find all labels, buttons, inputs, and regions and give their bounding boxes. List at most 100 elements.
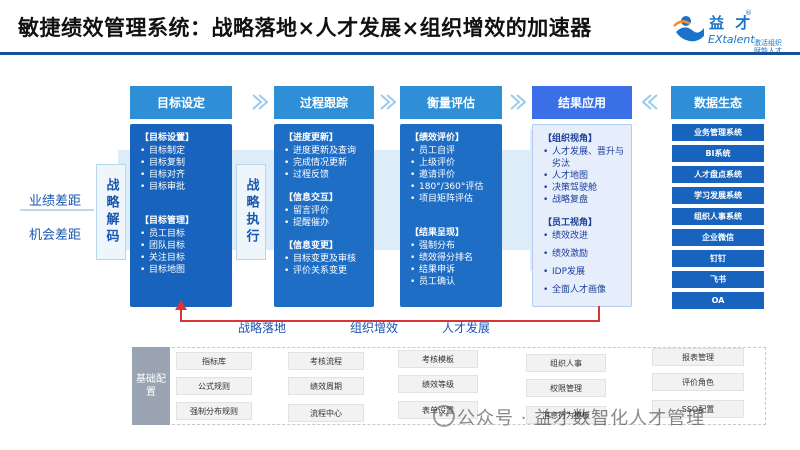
logo-reg: ® [745,9,752,17]
header-data-ecosystem: 数据生态 [671,86,765,119]
group-title: 【目标设置】 [140,133,195,143]
list-item: 提醒催办 [284,217,368,229]
list-item: 项目矩阵评估 [410,193,496,205]
watermark-text: 公众号 · 益才数智化人才管理 [457,408,706,429]
list-item: 目标审批 [140,181,226,193]
gap-label-opportunity: 机会差距 [28,228,81,243]
feedback-label-talent: 人才发展 [442,321,491,335]
list-item: 员工目标 [140,228,226,240]
logo-tagline-2: 赋能人才 [754,47,782,55]
list-item: 上级评价 [410,157,496,169]
ecosystem-item: 学习发展系统 [672,187,764,204]
logo-cn: 益 才 [709,14,754,32]
title-rule [0,52,800,55]
list-item: 人才地图 [543,170,625,182]
group-title: 【组织视角】 [543,134,598,144]
list-item: 绩效改进 [543,230,625,242]
list-item: 员工自评 [410,145,496,157]
list-item: IDP发展 [543,266,625,278]
config-chip: 绩效等级 [398,375,478,393]
config-chip: 流程中心 [288,404,364,422]
page-title: 敏捷绩效管理系统：战略落地×人才发展×组织增效的加速器 [18,16,592,40]
header-goal-setting: 目标设定 [130,86,232,119]
gap-label-performance: 业绩差距 [28,194,81,209]
list-item: 留言评价 [284,205,368,217]
logo-tagline-1: 激活组织 [754,39,782,47]
chevron-right-icon [510,94,526,110]
result-application-panel: 【组织视角】 人才发展、晋升与劣汰 人才地图 决策驾驶舱 战略复盘 【员工视角】… [532,124,632,307]
list-item: 目标复制 [140,157,226,169]
chevron-right-icon [252,94,268,110]
logo-icon [673,16,704,42]
list-item: 战略复盘 [543,194,625,206]
list-item: 目标变更及审核 [284,253,368,265]
list-item: 团队目标 [140,240,226,252]
config-chip: 指标库 [176,352,252,370]
goal-setting-panel: 【目标设置】 目标制定 目标复制 目标对齐 目标审批 【目标管理】 员工目标 团… [130,124,232,307]
logo-en: EXtalent [708,33,755,46]
group-title: 【绩效评价】 [410,133,465,143]
chevron-left-icon [642,94,658,110]
list-item: 目标对齐 [140,169,226,181]
config-chip: 组织人事 [526,354,606,372]
ecosystem-item: 钉钉 [672,250,764,267]
list-item: 过程反馈 [284,169,368,181]
header-measurement: 衡量评估 [400,86,502,119]
group-title: 【员工视角】 [543,218,598,228]
brand-logo: 益 才 ® EXtalent 激活组织 赋能人才 [672,9,800,55]
ecosystem-item: 企业微信 [672,229,764,246]
header-result-application: 结果应用 [532,86,632,119]
group-title: 【目标管理】 [140,216,195,226]
list-item: 员工确认 [410,276,496,288]
list-item: 评价关系变更 [284,265,368,277]
list-item: 180°/360°评估 [410,181,496,193]
ecosystem-item: BI系统 [672,145,764,162]
list-item: 全面人才画像 [543,284,625,296]
list-item: 绩效激励 [543,248,625,260]
list-item: 结果申诉 [410,264,496,276]
chevron-right-icon [380,94,396,110]
measurement-panel: 【绩效评价】 员工自评 上级评价 邀请评价 180°/360°评估 项目矩阵评估… [400,124,502,307]
list-item: 进度更新及查询 [284,145,368,157]
list-item: 目标地图 [140,264,226,276]
feedback-loop-line [180,306,600,322]
group-title: 【信息变更】 [284,241,339,251]
header-process-tracking: 过程跟踪 [274,86,374,119]
list-item: 目标制定 [140,145,226,157]
ecosystem-list: 业务管理系统 BI系统 人才盘点系统 学习发展系统 组织人事系统 企业微信 钉钉… [672,124,764,313]
config-chip: 表单设置 [398,401,478,419]
list-item: 关注目标 [140,252,226,264]
config-chip: 权限管理 [526,379,606,397]
strategy-execute-box: 战略执行 [236,164,266,260]
base-config-label: 基础配置 [132,347,170,425]
config-chip: 强制分布规则 [176,402,252,420]
list-item: 邀请评价 [410,169,496,181]
ecosystem-item: 业务管理系统 [672,124,764,141]
config-chip: 考核模板 [398,350,478,368]
group-title: 【信息交互】 [284,193,339,203]
feedback-label-strategy: 战略落地 [238,321,287,335]
list-item: 完成情况更新 [284,157,368,169]
wechat-icon [433,405,455,427]
config-chip: 考核流程 [288,352,364,370]
config-chip: SSO配置 [652,400,744,418]
group-title: 【结果呈现】 [410,228,465,238]
ecosystem-item: OA [672,292,764,309]
list-item: 决策驾驶舱 [543,182,625,194]
ecosystem-item: 组织人事系统 [672,208,764,225]
arrow-up-icon [175,300,187,310]
list-item: 强制分布 [410,240,496,252]
strategy-decode-box: 战略解码 [96,164,126,260]
list-item: 绩效得分排名 [410,252,496,264]
group-title: 【进度更新】 [284,133,339,143]
list-item: 人才发展、晋升与劣汰 [543,146,625,170]
config-chip: 报表管理 [652,348,744,366]
config-chip: 评价角色 [652,373,744,391]
config-chip: 公式规则 [176,377,252,395]
ecosystem-item: 人才盘点系统 [672,166,764,183]
ecosystem-item: 飞书 [672,271,764,288]
process-tracking-panel: 【进度更新】 进度更新及查询 完成情况更新 过程反馈 【信息交互】 留言评价 提… [274,124,374,307]
config-chip: 消息行为模板 [526,406,606,424]
feedback-label-organization: 组织增效 [350,321,399,335]
config-chip: 绩效周期 [288,377,364,395]
